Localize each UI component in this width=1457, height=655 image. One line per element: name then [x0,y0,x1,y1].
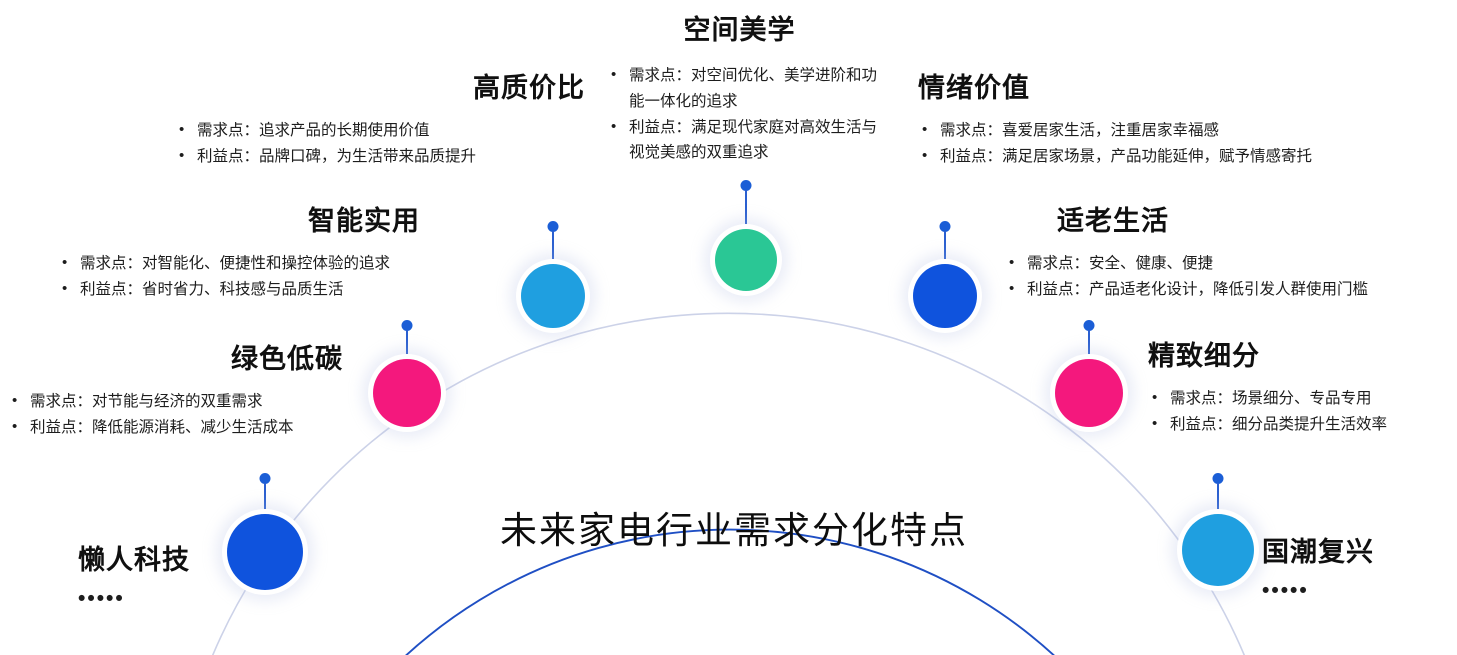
node-circle [227,514,303,590]
bullet-item: 需求点：安全、健康、便捷 [1005,251,1455,277]
bullet-item: 利益点：满足现代家庭对高效生活与视觉美感的双重追求 [607,115,887,166]
group-title: 高质价比 [473,73,585,103]
group-gaozhi: 高质价比 需求点：追求产品的长期使用价值 利益点：品牌口碑，为生活带来品质提升 [175,72,585,170]
node-dot [547,221,559,232]
bullet-item: 需求点：对节能与经济的双重需求 [8,389,343,415]
bullet-item: 需求点：场景细分、专品专用 [1148,386,1453,412]
node-circle [521,264,585,328]
group-qingxu: 情绪价值 需求点：喜爱居家生活，注重居家幸福感 利益点：满足居家场景，产品功能延… [918,72,1388,170]
bullet-item: 利益点：满足居家场景，产品功能延伸，赋予情感寄托 [918,144,1388,170]
bullet-item: 需求点：追求产品的长期使用价值 [175,118,585,144]
group-lvse: 绿色低碳 需求点：对节能与经济的双重需求 利益点：降低能源消耗、减少生活成本 [8,343,343,441]
node-circle [715,229,777,291]
group-title: 适老生活 [1057,206,1169,236]
node-stem [264,483,266,515]
node-stem [1217,483,1219,515]
group-bullets: 需求点：喜爱居家生活，注重居家幸福感 利益点：满足居家场景，产品功能延伸，赋予情… [918,118,1388,169]
node-lvse[interactable] [368,320,446,432]
corner-title: 懒人科技 [78,545,190,575]
group-zhineng: 智能实用 需求点：对智能化、便捷性和操控体验的追求 利益点：省时省力、科技感与品… [58,205,478,303]
node-kongjian[interactable] [710,180,782,296]
node-stem [1088,330,1090,360]
node-shilao[interactable] [908,221,982,333]
group-bullets: 需求点：场景细分、专品专用 利益点：细分品类提升生活效率 [1148,386,1453,437]
node-dot [740,180,752,191]
corner-ellipsis: ••••• [1262,579,1309,602]
group-shilao: 适老生活 需求点：安全、健康、便捷 利益点：产品适老化设计，降低引发人群使用门槛 [1005,205,1455,303]
corner-title: 国潮复兴 [1262,537,1374,567]
bullet-item: 利益点：品牌口碑，为生活带来品质提升 [175,144,585,170]
bullet-item: 利益点：降低能源消耗、减少生活成本 [8,415,343,441]
bullet-item: 需求点：对空间优化、美学进阶和功能一体化的追求 [607,63,887,114]
corner-label-right: 国潮复兴 ••••• [1262,530,1374,603]
corner-ellipsis: ••••• [78,587,125,610]
group-bullets: 需求点：追求产品的长期使用价值 利益点：品牌口碑，为生活带来品质提升 [175,118,585,169]
node-stem [944,231,946,265]
node-zhineng[interactable] [516,221,590,333]
group-bullets: 需求点：对节能与经济的双重需求 利益点：降低能源消耗、减少生活成本 [8,389,343,440]
group-title: 智能实用 [308,206,420,236]
group-title: 精致细分 [1148,341,1260,371]
node-guochao[interactable] [1177,473,1259,591]
node-dot [259,473,271,484]
group-bullets: 需求点：对空间优化、美学进阶和功能一体化的追求 利益点：满足现代家庭对高效生活与… [607,63,887,165]
group-title: 绿色低碳 [231,344,343,374]
group-jingzhi: 精致细分 需求点：场景细分、专品专用 利益点：细分品类提升生活效率 [1148,340,1453,438]
group-bullets: 需求点：安全、健康、便捷 利益点：产品适老化设计，降低引发人群使用门槛 [1005,251,1455,302]
group-title: 情绪价值 [918,73,1030,103]
bullet-item: 利益点：省时省力、科技感与品质生活 [58,277,478,303]
node-circle [913,264,977,328]
node-stem [406,330,408,360]
bullet-item: 利益点：细分品类提升生活效率 [1148,412,1453,438]
node-circle [373,359,441,427]
node-dot [1083,320,1095,331]
group-title: 空间美学 [683,15,796,45]
node-circle [1055,359,1123,427]
node-stem [745,190,747,230]
corner-label-left: 懒人科技 ••••• [78,538,190,611]
node-lanren[interactable] [222,473,308,595]
center-title: 未来家电行业需求分化特点 [500,510,968,551]
node-circle [1182,514,1254,586]
node-stem [552,231,554,265]
bullet-item: 需求点：对智能化、便捷性和操控体验的追求 [58,251,478,277]
node-dot [401,320,413,331]
node-jingzhi[interactable] [1050,320,1128,432]
group-bullets: 需求点：对智能化、便捷性和操控体验的追求 利益点：省时省力、科技感与品质生活 [58,251,478,302]
node-dot [939,221,951,232]
group-kongjian: 空间美学 需求点：对空间优化、美学进阶和功能一体化的追求 利益点：满足现代家庭对… [607,14,887,166]
bullet-item: 利益点：产品适老化设计，降低引发人群使用门槛 [1005,277,1455,303]
node-dot [1212,473,1224,484]
bullet-item: 需求点：喜爱居家生活，注重居家幸福感 [918,118,1388,144]
